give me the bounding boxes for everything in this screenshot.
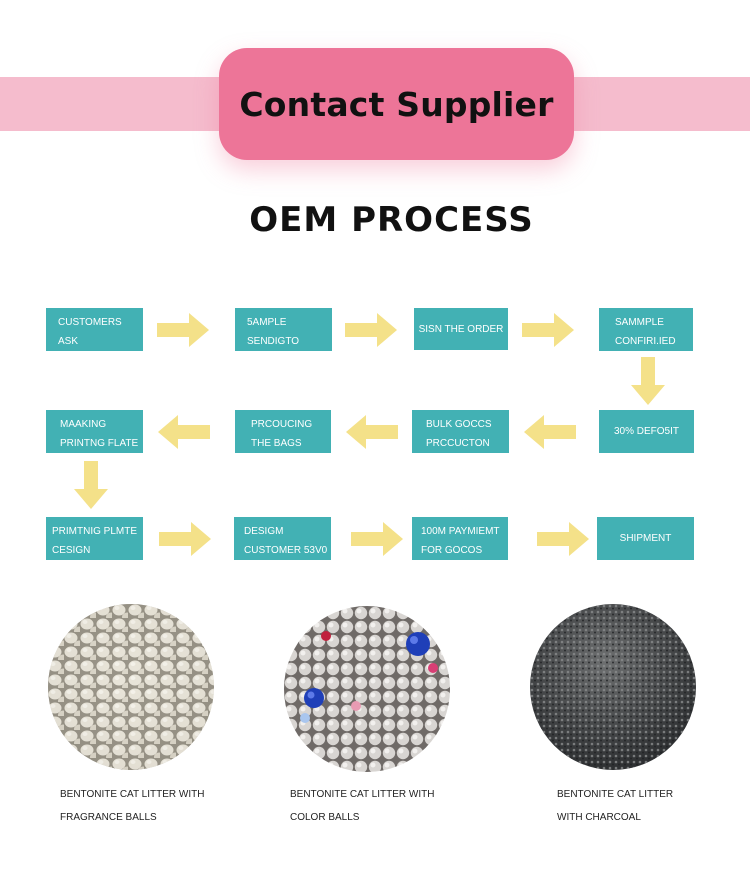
arrow-left-icon <box>158 415 210 449</box>
arrow-left-icon <box>346 415 398 449</box>
charcoal-litter-image <box>530 604 696 770</box>
contact-supplier-button[interactable]: Contact Supplier <box>219 48 574 160</box>
arrow-right-icon <box>522 313 574 347</box>
fragrance-litter-image <box>48 604 214 770</box>
color-balls-litter-image <box>284 606 450 772</box>
page-title: OEM PROCESS <box>249 200 534 240</box>
step-deposit: 30% DEFO5IT <box>599 410 694 453</box>
arrow-left-icon <box>524 415 576 449</box>
step-making-plate: MAAKING PRINTNG FLATE <box>46 410 143 453</box>
step-producing-bags: PRCOUCING THE BAGS <box>235 410 331 453</box>
arrow-down-icon <box>631 357 665 405</box>
step-payment: 100M PAYMIEMT FOR GOCOS <box>412 517 508 560</box>
arrow-down-icon <box>74 461 108 509</box>
arrow-right-icon <box>159 522 211 556</box>
contact-supplier-label: Contact Supplier <box>239 84 554 124</box>
arrow-right-icon <box>345 313 397 347</box>
step-shipment: SHIPMENT <box>597 517 694 560</box>
product-caption-charcoal: BENTONITE CAT LITTER WITH CHARCOAL <box>557 789 674 823</box>
product-caption-color-balls: BENTONITE CAT LITTER WITH COLOR BALLS <box>290 789 435 823</box>
arrow-right-icon <box>351 522 403 556</box>
arrow-right-icon <box>157 313 209 347</box>
step-bulk-production: BULK GOCCS PRCCUCTON <box>412 410 509 453</box>
step-plate-design-confirmed: PRIMTNIG PLMTE CESIGN CONFIRMED <box>46 517 143 575</box>
step-design-customer: DESIGM CUSTOMER 53V0 <box>234 517 331 560</box>
step-customers-ask: CUSTOMERS ASK FOR SAMPLE <box>46 308 143 366</box>
step-sample-confirmed: SAMMPLE CONFIRI.IED <box>599 308 693 351</box>
product-caption-fragrance: BENTONITE CAT LITTER WITH FRAGRANCE BALL… <box>60 789 205 823</box>
step-sample-sending: 5AMPLE SENDIGTO CUISTOMERS <box>235 308 332 366</box>
step-sign-order: SISN THE ORDER <box>414 308 508 350</box>
arrow-right-icon <box>537 522 589 556</box>
